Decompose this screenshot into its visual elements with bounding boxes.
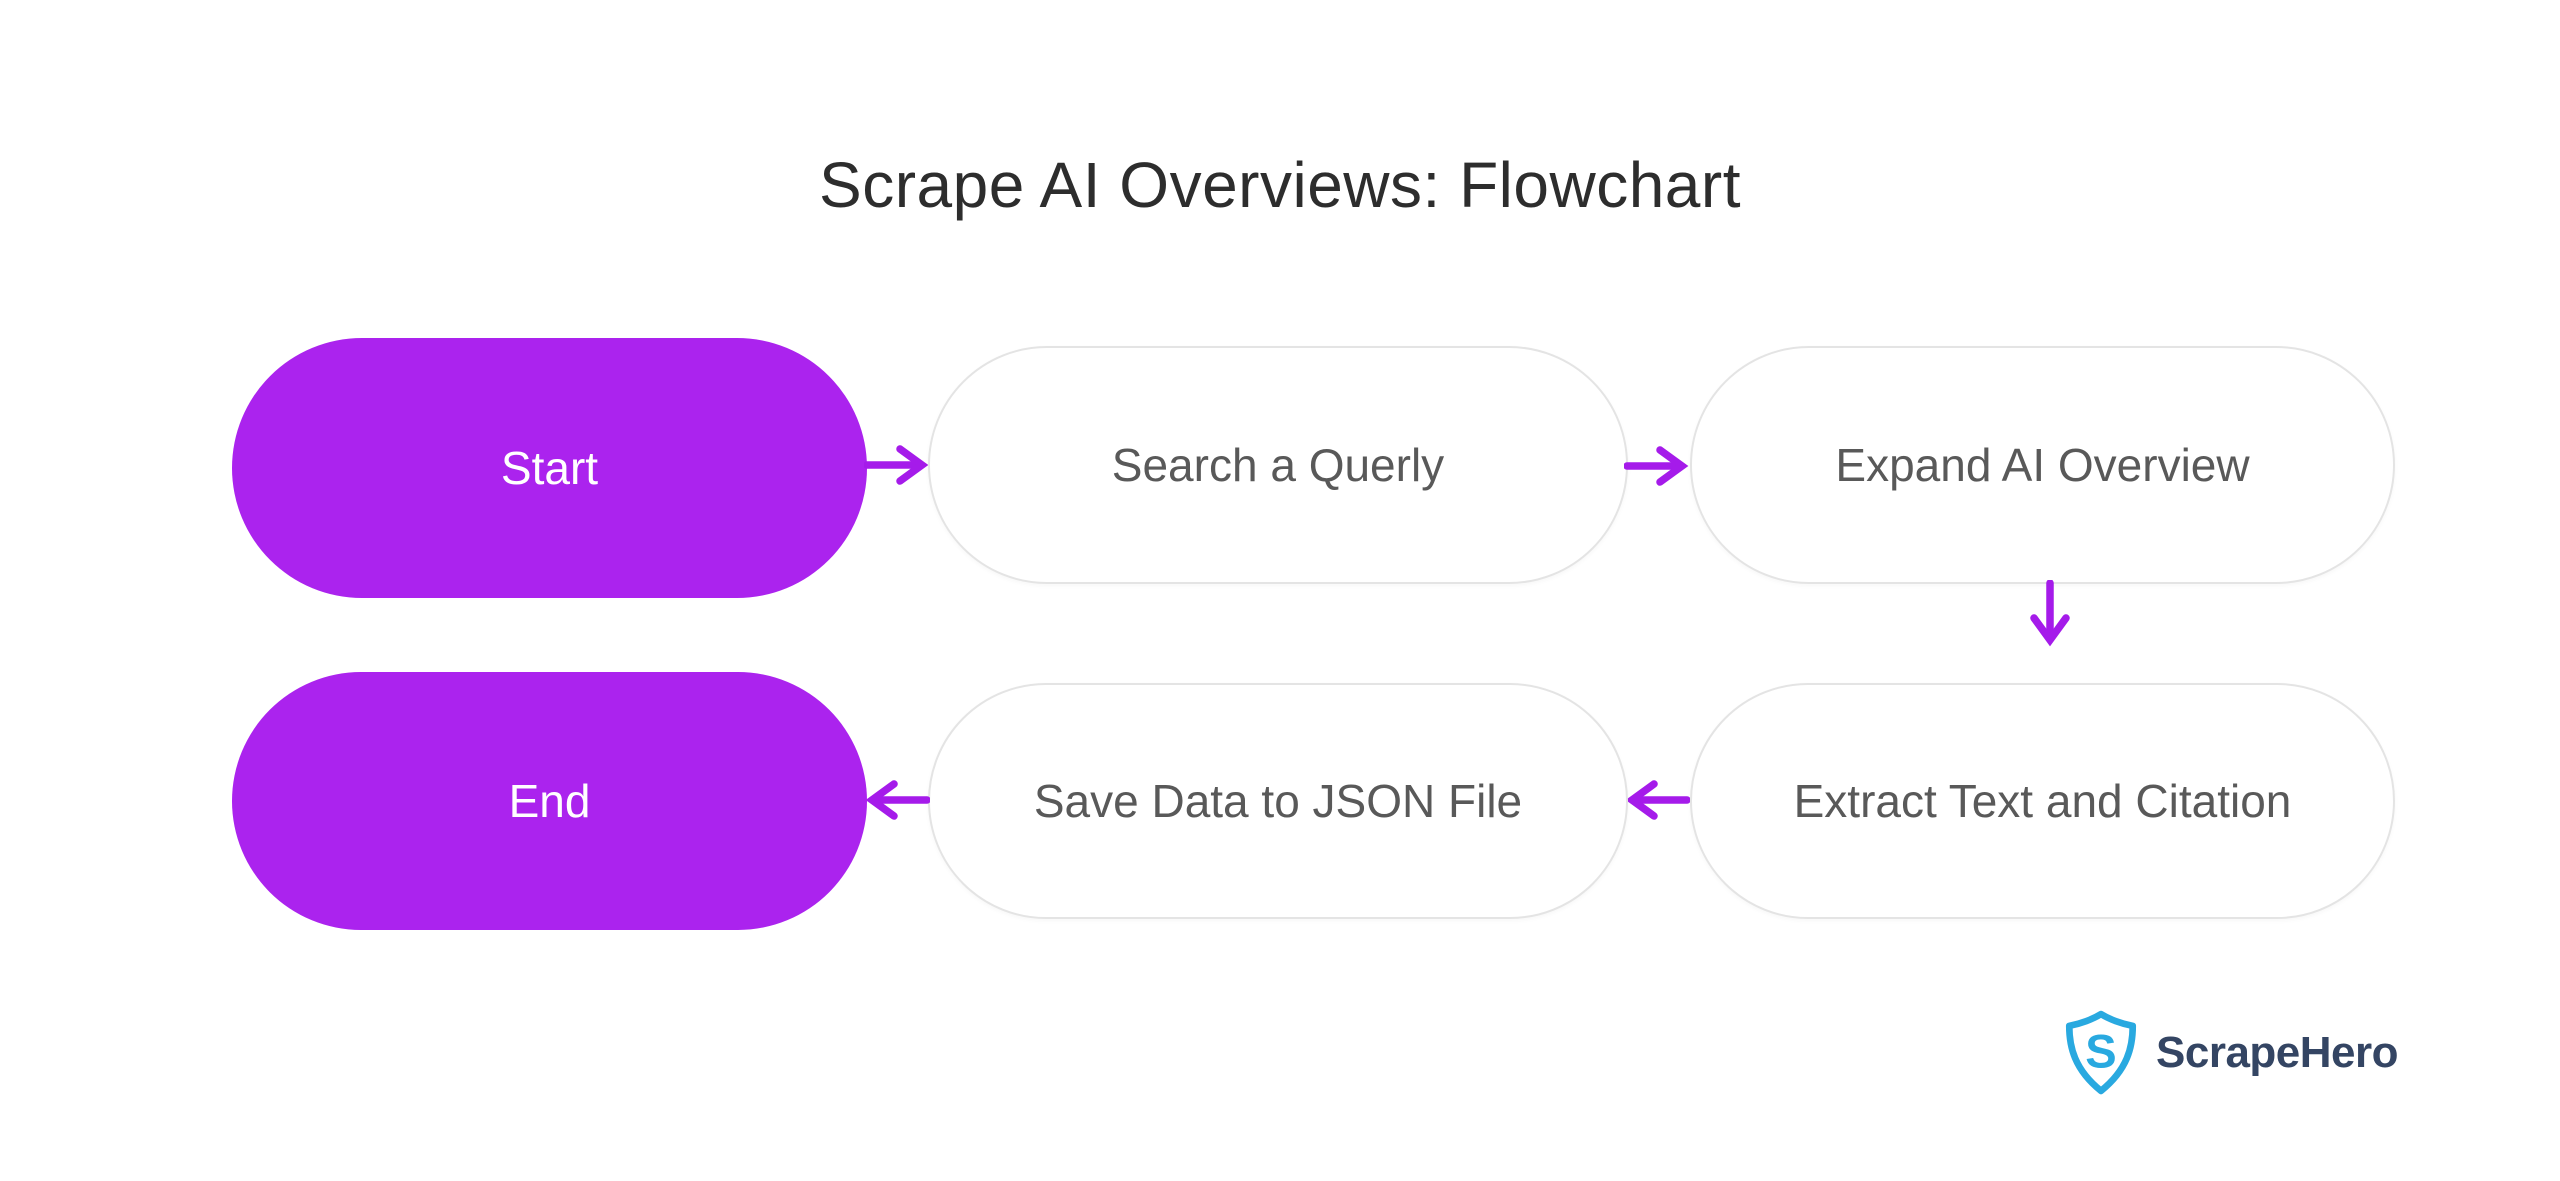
arrow-right-search-to-expand bbox=[1624, 446, 1689, 486]
node-expand-label: Expand AI Overview bbox=[1835, 439, 2250, 491]
shield-s-icon: S bbox=[2065, 1010, 2137, 1095]
node-expand-ai-overview: Expand AI Overview bbox=[1690, 346, 2395, 584]
node-search-query: Search a Querly bbox=[928, 346, 1628, 584]
node-save-label: Save Data to JSON File bbox=[1033, 775, 1523, 827]
node-extract-text-citation: Extract Text and Citation bbox=[1690, 683, 2395, 919]
shield-letter: S bbox=[2085, 1024, 2116, 1077]
brand-logo: S ScrapeHero bbox=[2062, 1010, 2399, 1096]
page-title: Scrape AI Overviews: Flowchart bbox=[819, 149, 1741, 221]
arrow-left-save-to-end bbox=[865, 780, 930, 820]
arrow-left-extract-to-save bbox=[1625, 780, 1690, 820]
brand-name: ScrapeHero bbox=[2156, 1028, 2399, 1077]
node-save-json: Save Data to JSON File bbox=[928, 683, 1628, 919]
arrow-right-start-to-search bbox=[864, 445, 929, 485]
node-start: Start bbox=[232, 338, 867, 598]
node-end-label: End bbox=[508, 775, 591, 827]
node-extract-label: Extract Text and Citation bbox=[1793, 775, 2292, 827]
arrow-down-expand-to-extract bbox=[2030, 580, 2070, 647]
node-end: End bbox=[232, 672, 867, 930]
node-start-label: Start bbox=[500, 442, 599, 494]
node-search-label: Search a Querly bbox=[1111, 439, 1445, 491]
